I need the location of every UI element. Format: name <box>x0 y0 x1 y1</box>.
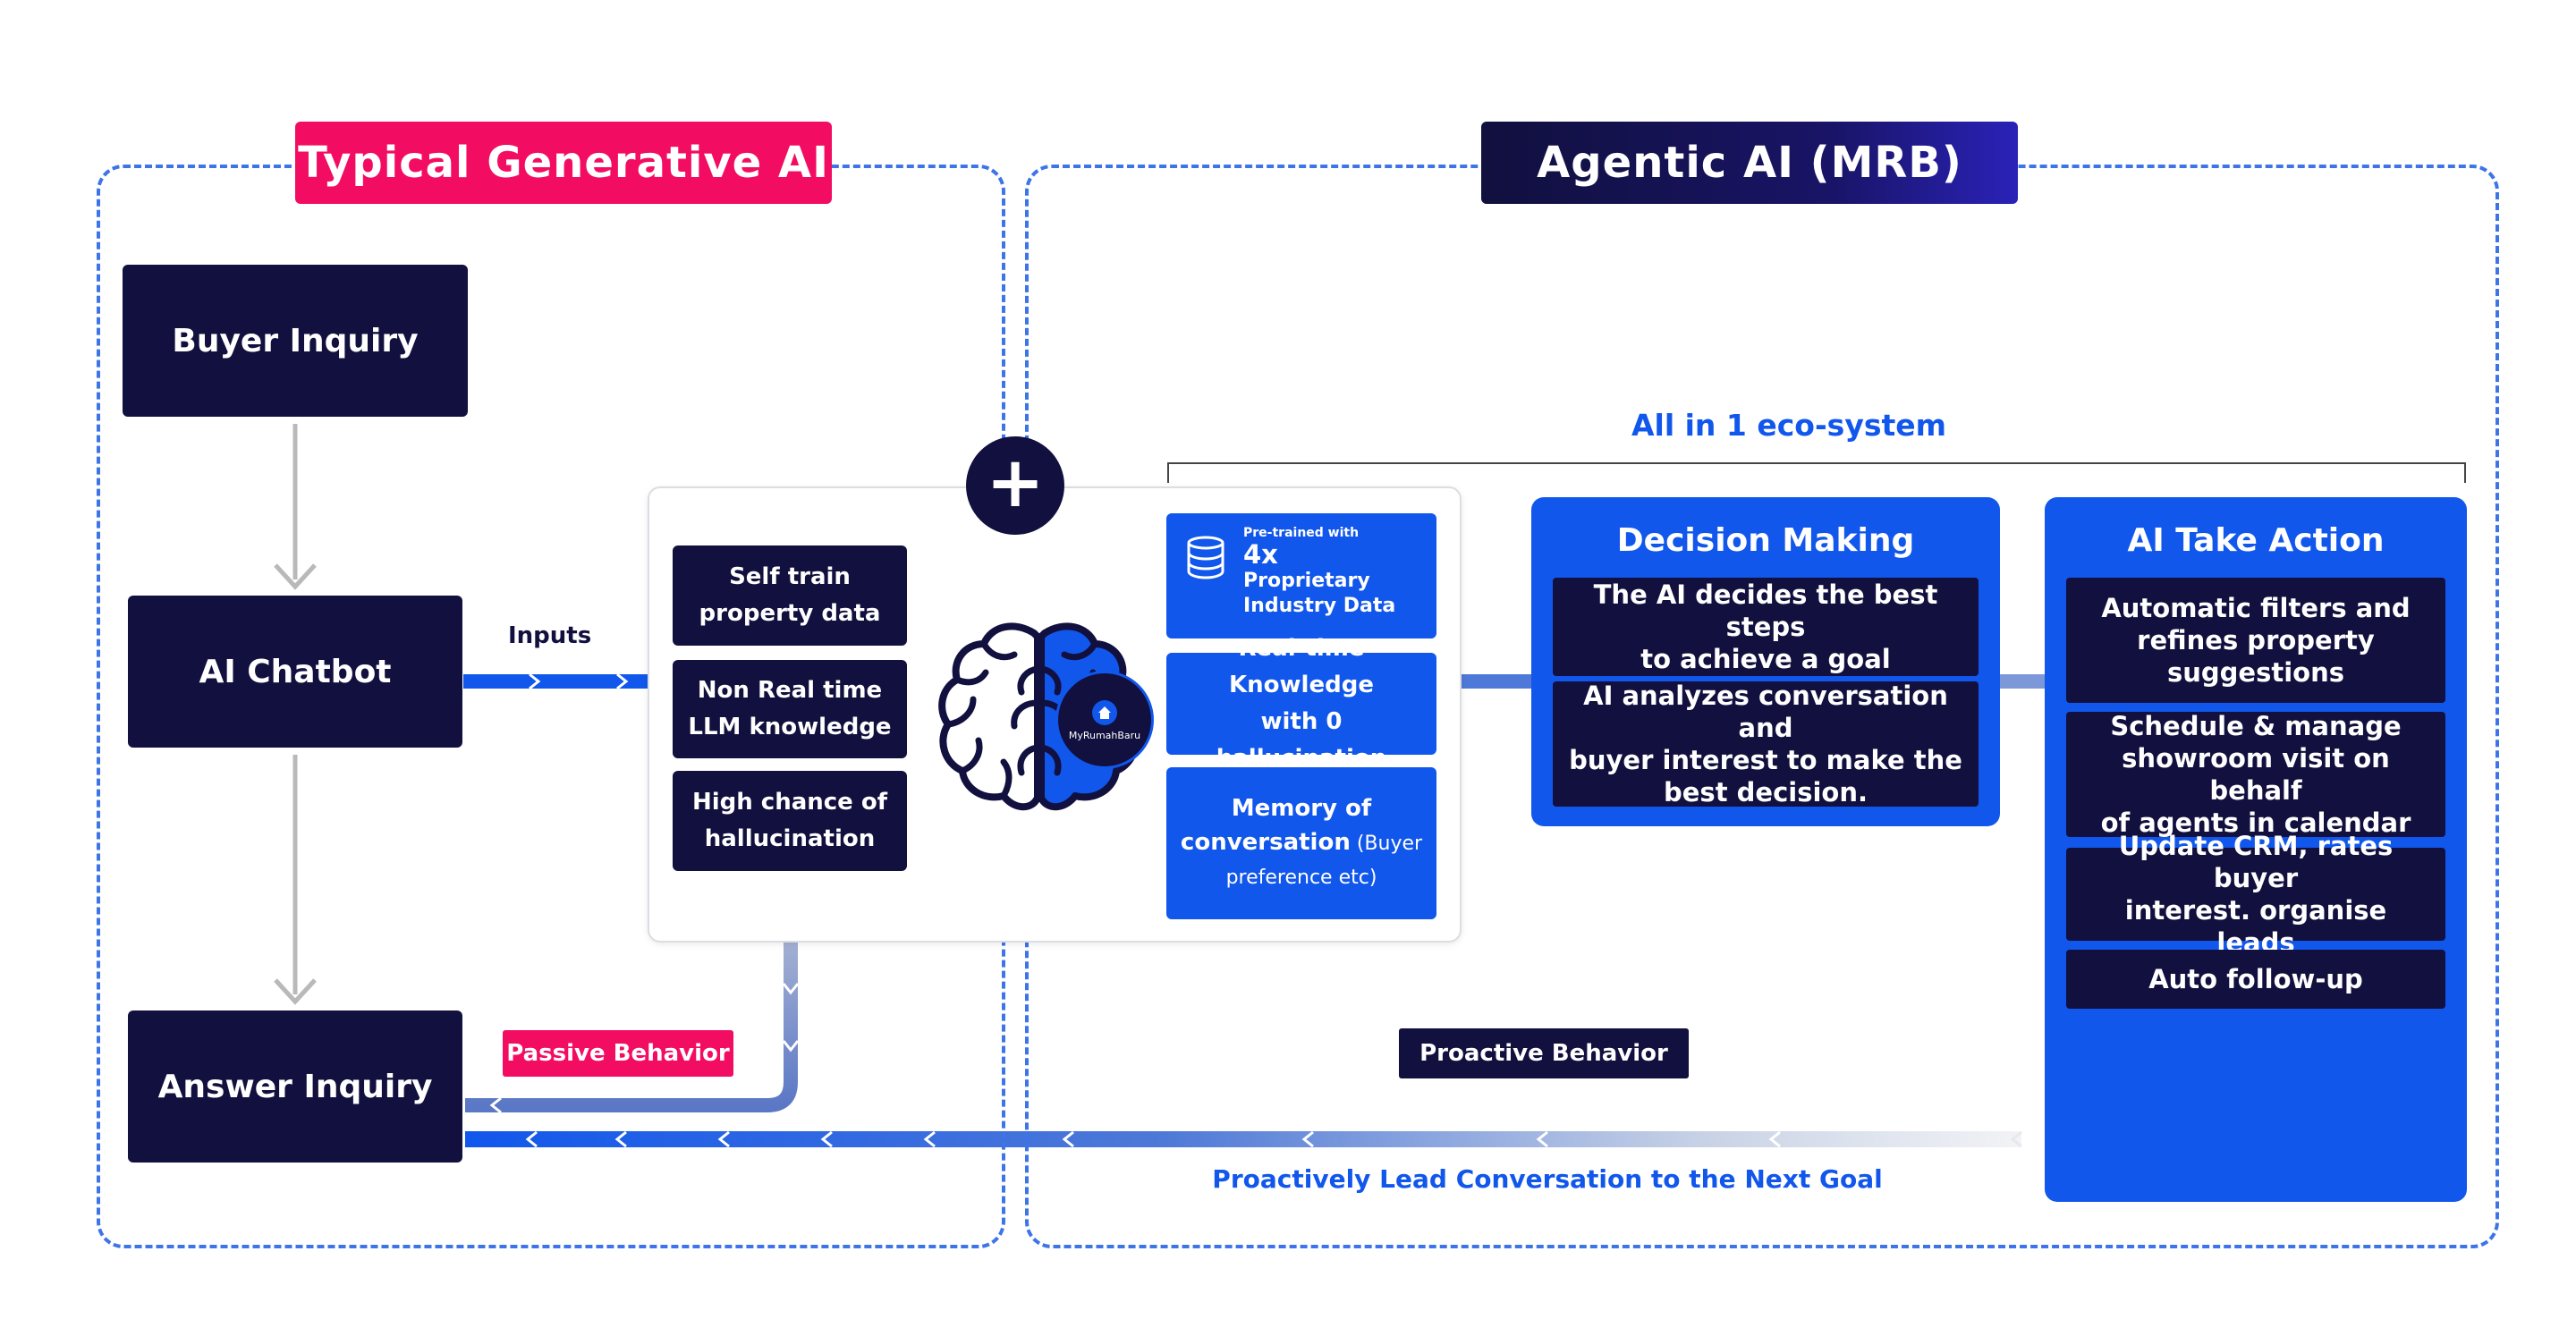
generative-ai-title: Typical Generative AI <box>295 122 832 204</box>
ecosystem-bracket <box>1167 462 2466 483</box>
decision-making-title: Decision Making <box>1616 522 1915 559</box>
inputs-label: Inputs <box>508 622 592 649</box>
proactive-behavior-tag: Proactive Behavior <box>1399 1028 1689 1078</box>
pretrained-line1: Proprietary <box>1243 570 1370 592</box>
inputs-arrow <box>463 674 651 689</box>
decision-to-action-connector <box>2000 674 2048 689</box>
action-item-follow-up: Auto follow-up <box>2066 950 2445 1009</box>
answer-inquiry-box: Answer Inquiry <box>128 1010 462 1163</box>
ai-chatbot-box: AI Chatbot <box>128 596 462 748</box>
plus-circle-icon: + <box>966 436 1064 535</box>
proactive-lead-label: Proactively Lead Conversation to the Nex… <box>1212 1164 1883 1194</box>
badge-text: MyRumahBaru <box>1068 729 1141 741</box>
features-to-decision-connector <box>1458 674 1533 689</box>
decision-making-panel: Decision Making The AI decides the best … <box>1531 497 2000 826</box>
passive-behavior-tag: Passive Behavior <box>503 1030 733 1077</box>
database-icon <box>1187 536 1224 579</box>
pretrained-line2: Industry Data <box>1243 595 1396 617</box>
pretrained-small-text: Pre-trained with <box>1243 526 1360 540</box>
pretrained-big-text: 4x <box>1243 539 1278 570</box>
buyer-inquiry-box: Buyer Inquiry <box>123 265 468 417</box>
ecosystem-label: All in 1 eco-system <box>1631 408 1947 443</box>
memory-conversation-box: Memory of conversation (Buyer preference… <box>1166 767 1436 919</box>
proactive-return-path <box>465 1131 2021 1147</box>
myrumahbaru-logo-badge: MyRumahBaru <box>1055 671 1154 769</box>
plus-symbol: + <box>986 443 1045 523</box>
agentic-ai-title: Agentic AI (MRB) <box>1481 122 2018 204</box>
house-icon <box>1092 699 1117 725</box>
ai-take-action-title: AI Take Action <box>2127 522 2385 559</box>
passive-return-path <box>465 869 798 1112</box>
pretrained-data-box: Pre-trained with 4x Proprietary Industry… <box>1166 513 1436 638</box>
